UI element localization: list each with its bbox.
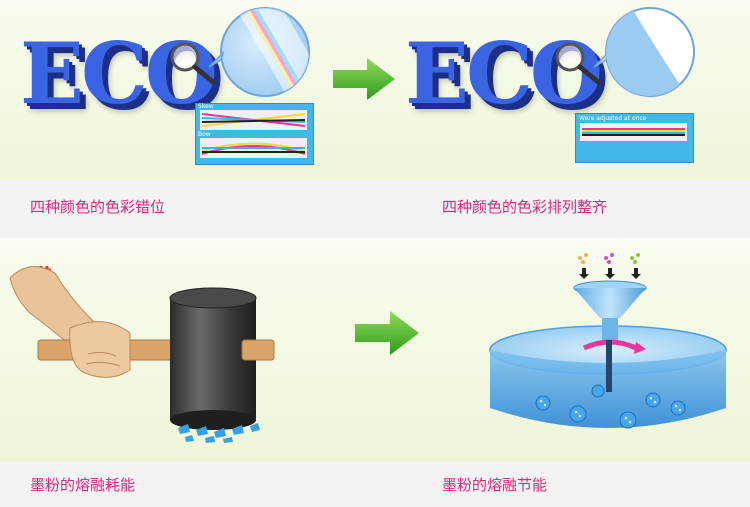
- caption-misaligned: 四种颜色的色彩错位: [30, 198, 166, 216]
- bottom-caption-row: [0, 462, 750, 507]
- magnifier-icon: [170, 42, 216, 85]
- arrow-right-icon: [333, 58, 395, 100]
- adjusted-label: Were adjusted at once: [579, 115, 647, 122]
- arrow-right-icon: [355, 311, 419, 355]
- bow-label: Bow: [198, 131, 211, 138]
- caption-energy-saving: 墨粉的熔融节能: [442, 476, 548, 494]
- caption-aligned: 四种颜色的色彩排列整齐: [442, 198, 608, 216]
- skew-lines: [200, 110, 307, 130]
- toner-melting-tank: [489, 253, 727, 429]
- aligned-lines: [580, 123, 687, 141]
- bow-lines: [200, 138, 307, 158]
- hand-with-hammer: [9, 266, 275, 443]
- caption-high-energy: 墨粉的熔融耗能: [30, 476, 136, 494]
- skew-label: Skew: [198, 103, 214, 110]
- magnifier-icon: [555, 42, 601, 85]
- zoom-bubble-misaligned: [208, 7, 310, 97]
- top-caption-row: [0, 180, 750, 238]
- zoom-bubble-aligned: [593, 7, 695, 97]
